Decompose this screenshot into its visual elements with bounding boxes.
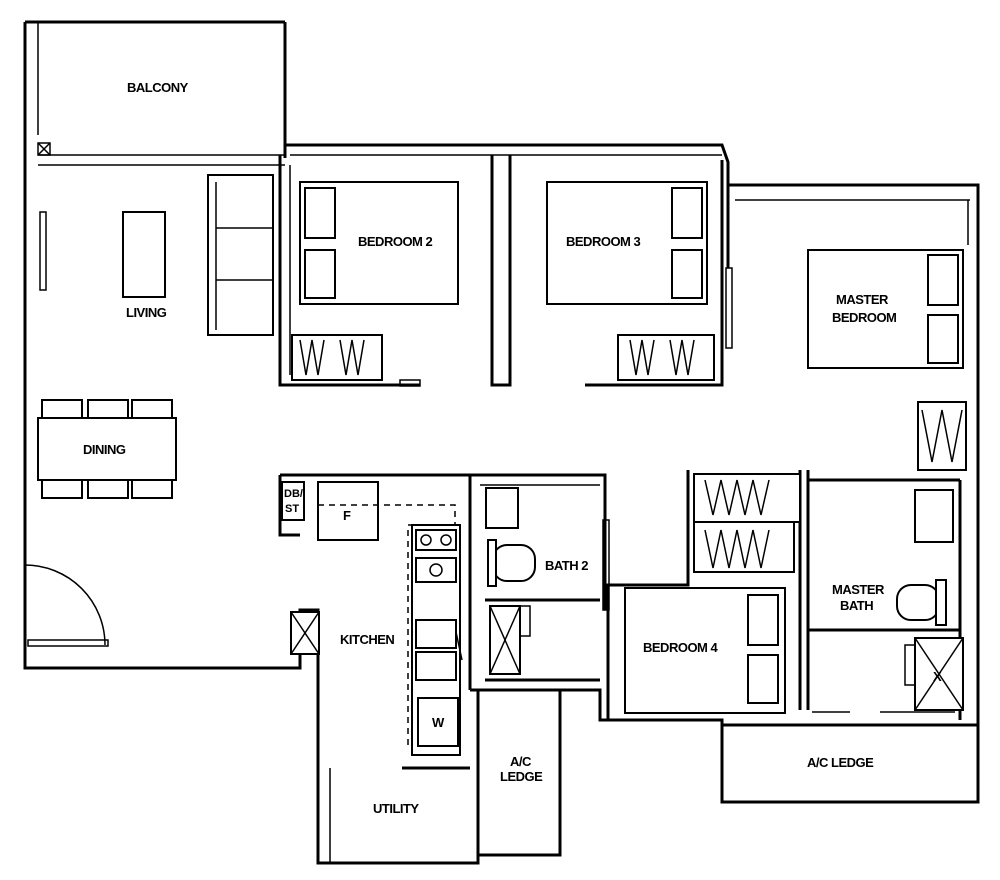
ac-ledge-small-label-line2: LEDGE <box>500 769 543 784</box>
bedroom2-label: BEDROOM 2 <box>358 234 433 249</box>
utility-label: UTILITY <box>373 801 419 816</box>
kitchen-fixtures <box>281 481 463 756</box>
master-bedroom-label-line1: MASTER <box>836 292 889 307</box>
master-bath-label-line1: MASTER <box>832 582 885 597</box>
ac-ledge-small-label-line1: A/C <box>510 754 532 769</box>
living-furniture <box>39 174 274 336</box>
master-bedroom-label-line2: BEDROOM <box>832 310 896 325</box>
kitchen-label: KITCHEN <box>340 632 394 647</box>
living-label: LIVING <box>126 305 167 320</box>
bedroom3-furniture <box>546 181 733 381</box>
db-st-label-line2: ST <box>285 503 299 515</box>
shower-x-label: X <box>933 669 942 684</box>
entrance-door <box>24 564 109 647</box>
ac-ledge-large-label: A/C LEDGE <box>807 755 874 770</box>
bedroom4-label: BEDROOM 4 <box>643 640 719 655</box>
master-bath-fixtures <box>896 489 964 711</box>
db-st-label-line1: DB/ <box>284 488 303 500</box>
master-bedroom-furniture <box>807 249 967 471</box>
dining-label: DINING <box>83 442 126 457</box>
wardrobes <box>693 473 801 573</box>
bath2-label: BATH 2 <box>545 558 588 573</box>
dining-table <box>37 399 177 499</box>
balcony-label: BALCONY <box>127 80 189 95</box>
bedroom4-furniture <box>624 587 786 714</box>
washer-label: W <box>432 715 445 730</box>
master-bath-label-line2: BATH <box>840 598 873 613</box>
room-labels: BALCONY LIVING DINING BEDROOM 2 BEDROOM … <box>83 80 943 816</box>
bedroom3-label: BEDROOM 3 <box>566 234 641 249</box>
bedroom2-furniture <box>291 181 459 387</box>
outer-walls <box>23 20 980 865</box>
bath2-fixtures <box>485 487 610 675</box>
fridge-label: F <box>343 508 351 523</box>
